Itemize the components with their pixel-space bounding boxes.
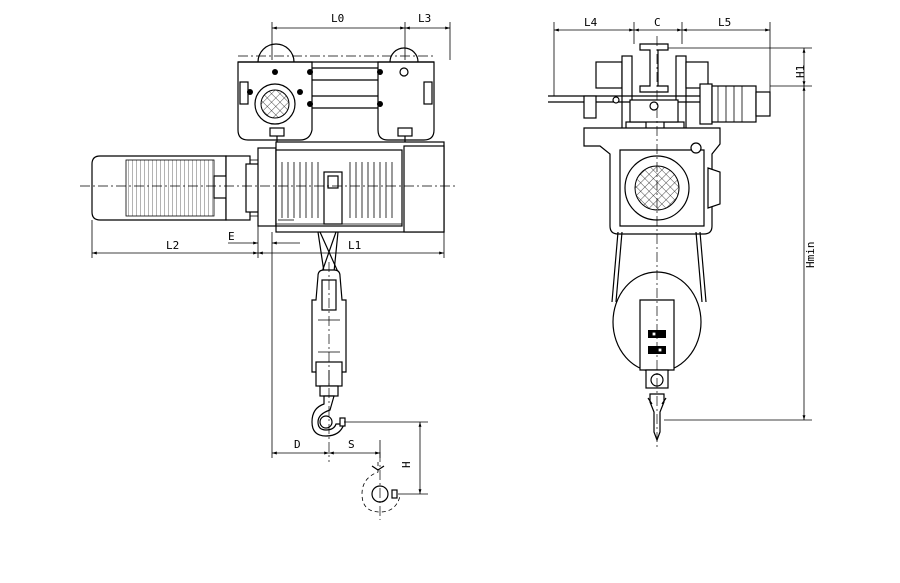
side-view: L4 C L5 H1 Hmin (548, 16, 817, 448)
trolley-motor-end (254, 83, 296, 125)
hoist-motor (91, 147, 277, 227)
side-dimensions (553, 22, 812, 421)
ropes-side (611, 231, 707, 303)
hook-block-side (612, 36, 702, 448)
label-C: C (654, 16, 661, 29)
front-view: L0 L3 L2 E L1 D S H (80, 12, 458, 520)
front-dimensions (91, 22, 451, 495)
label-L4: L4 (584, 16, 598, 29)
side-hoist-body (583, 127, 721, 235)
ropes-front (317, 231, 339, 273)
alt-hook-dashed (361, 452, 401, 520)
label-L0: L0 (331, 12, 344, 25)
label-L3: L3 (418, 12, 431, 25)
label-H1: H1 (794, 65, 807, 78)
side-trolley (548, 43, 771, 137)
label-E: E (228, 230, 235, 243)
rope-drum (275, 141, 445, 233)
label-L2: L2 (166, 239, 179, 252)
hook-block-front (311, 262, 347, 462)
label-L5: L5 (718, 16, 731, 29)
trolley-frame (237, 43, 435, 144)
label-H: H (400, 461, 413, 468)
label-D: D (294, 438, 301, 451)
label-L1: L1 (348, 239, 361, 252)
label-Hmin: Hmin (804, 242, 817, 269)
label-S: S (348, 438, 355, 451)
